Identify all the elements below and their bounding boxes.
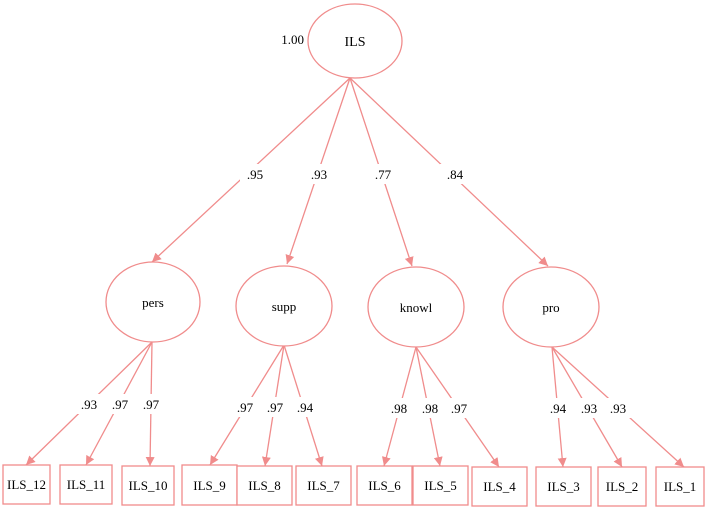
item-label-ils3: ILS_3 [547, 479, 580, 494]
factor-node-ils [307, 3, 403, 79]
factor-node-knowl [367, 266, 465, 348]
item-box-ils4 [471, 466, 528, 507]
loading-pro-ils2: .93 [581, 401, 597, 416]
item-box-ils5 [412, 465, 469, 506]
item-box-ils12 [2, 464, 51, 505]
item-box-ils1 [655, 466, 705, 507]
item-box-ils8 [236, 465, 293, 506]
loading-knowl-ils6: .98 [391, 401, 407, 416]
loading-ils-pro: .84 [447, 167, 464, 182]
item-label-ils1: ILS_1 [664, 479, 697, 494]
item-box-ils11 [59, 464, 113, 505]
factor-label-pers: pers [142, 295, 164, 310]
factor-label-supp: supp [272, 299, 297, 314]
factor-variance-ils: 1.00 [281, 32, 304, 47]
loading-pro-ils3: .94 [550, 401, 567, 416]
item-box-ils6 [356, 465, 413, 506]
item-label-ils5: ILS_5 [424, 478, 457, 493]
loading-supp-ils8: .97 [267, 400, 284, 415]
loading-ils-knowl: .77 [375, 167, 392, 182]
factor-label-pro: pro [542, 300, 559, 315]
factor-node-pers [105, 261, 201, 343]
item-label-ils8: ILS_8 [248, 478, 281, 493]
loading-ils-pers: .95 [247, 167, 263, 182]
item-label-ils6: ILS_6 [368, 478, 401, 493]
item-label-ils2: ILS_2 [606, 479, 639, 494]
item-box-ils3 [535, 466, 592, 507]
item-label-ils4: ILS_4 [483, 479, 516, 494]
loading-pro-ils1: .93 [610, 401, 626, 416]
item-box-ils7 [295, 465, 352, 506]
item-label-ils9: ILS_9 [193, 478, 226, 493]
loading-supp-ils9: .97 [237, 400, 254, 415]
factor-node-pro [502, 266, 600, 348]
factor-label-knowl: knowl [400, 300, 433, 315]
factor-label-ils: ILS [345, 35, 366, 50]
loading-pers-ils12: .93 [81, 397, 97, 412]
loading-knowl-ils5: .98 [422, 401, 438, 416]
factor-node-supp [235, 265, 333, 347]
item-label-ils12: ILS_12 [7, 477, 46, 492]
item-label-ils10: ILS_10 [129, 478, 168, 493]
item-label-ils11: ILS_11 [67, 477, 106, 492]
loading-supp-ils7: .94 [297, 400, 314, 415]
item-box-ils2 [597, 466, 647, 507]
item-box-ils10 [121, 465, 175, 506]
item-box-ils9 [181, 464, 238, 506]
loading-pers-ils10: .97 [143, 397, 160, 412]
loading-ils-supp: .93 [311, 167, 327, 182]
loading-pers-ils11: .97 [112, 397, 129, 412]
item-label-ils7: ILS_7 [307, 478, 340, 493]
loading-knowl-ils4: .97 [451, 401, 468, 416]
